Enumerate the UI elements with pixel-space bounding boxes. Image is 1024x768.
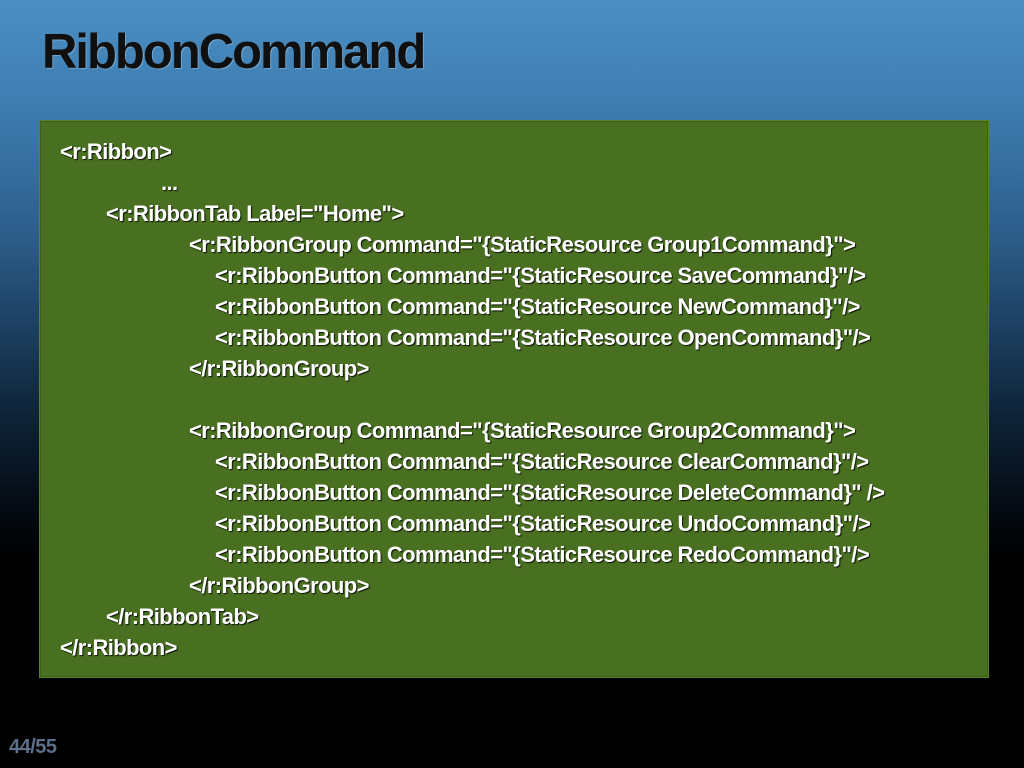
- code-line: <r:RibbonButton Command="{StaticResource…: [215, 294, 861, 319]
- code-line: </r:RibbonTab>: [106, 604, 259, 629]
- code-line: </r:RibbonGroup>: [189, 573, 369, 598]
- code-block: <r:Ribbon> ... <r:RibbonTab Label="Home"…: [39, 120, 989, 678]
- code-line: <r:Ribbon>: [60, 139, 172, 164]
- code-line: <r:RibbonButton Command="{StaticResource…: [215, 263, 866, 288]
- code-line: </r:RibbonGroup>: [189, 356, 369, 381]
- code-line: <r:RibbonGroup Command="{StaticResource …: [189, 418, 856, 443]
- code-line: <r:RibbonButton Command="{StaticResource…: [215, 325, 871, 350]
- code-line: <r:RibbonButton Command="{StaticResource…: [215, 511, 871, 536]
- code-line: <r:RibbonGroup Command="{StaticResource …: [189, 232, 856, 257]
- slide-title: RibbonCommand: [42, 25, 426, 79]
- page-number: 44/55: [9, 736, 57, 758]
- code-line: <r:RibbonTab Label="Home">: [106, 201, 404, 226]
- code-line: ...: [161, 170, 178, 195]
- code-line: <r:RibbonButton Command="{StaticResource…: [215, 449, 869, 474]
- code-line: </r:Ribbon>: [60, 635, 177, 660]
- code-line: <r:RibbonButton Command="{StaticResource…: [215, 480, 885, 505]
- code-line: <r:RibbonButton Command="{StaticResource…: [215, 542, 870, 567]
